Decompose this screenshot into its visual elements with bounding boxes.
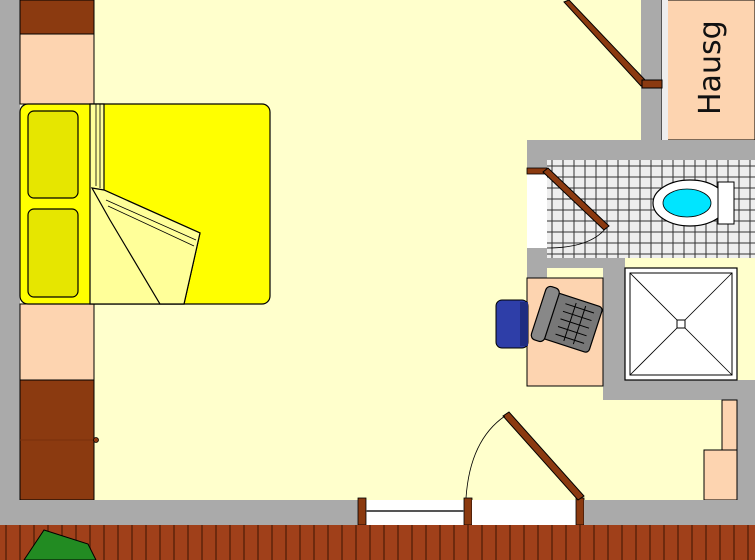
balcony-door-jamb — [575, 497, 585, 526]
shower-drain — [676, 319, 686, 329]
bottom-wall-left — [0, 500, 362, 525]
window-opening — [362, 500, 470, 525]
plant-icon — [23, 529, 97, 560]
hallway-edge — [662, 0, 668, 140]
bottom-wall-right — [584, 500, 755, 525]
bathroom-door-swing — [546, 227, 607, 249]
entrance-door-jamb — [641, 79, 663, 89]
chair-icon — [495, 299, 529, 349]
left-wall — [0, 0, 20, 525]
bathroom-wall-bottom — [603, 380, 755, 400]
phone-handset — [530, 285, 560, 343]
shower-tray-icon — [624, 267, 738, 381]
chair-back — [520, 302, 528, 346]
bathroom-wall-top — [527, 140, 755, 160]
bathroom — [526, 140, 755, 400]
bedside-table-bottom — [19, 303, 95, 381]
balcony-door-swing — [465, 415, 506, 499]
right-cabinet — [703, 449, 738, 501]
duvet-stitch-3 — [105, 199, 197, 241]
right-shelf — [721, 399, 738, 451]
bedside-table-top — [19, 33, 95, 105]
hallway — [661, 0, 755, 141]
balcony-door-opening — [472, 500, 584, 525]
window-frame-right — [463, 497, 473, 526]
toilet-icon — [652, 179, 735, 227]
right-lower-wall — [737, 400, 755, 500]
phone-keypad — [555, 302, 595, 345]
bathroom-door-opening — [527, 172, 547, 248]
balcony-deck — [0, 525, 755, 560]
double-bed-icon — [19, 103, 271, 305]
wardrobe-knob — [93, 437, 99, 443]
telephone-icon — [530, 285, 603, 353]
hallway-label: Hausg — [693, 20, 728, 115]
bathroom-wall-left — [527, 140, 547, 172]
window-frame-left — [357, 497, 367, 526]
bathroom-door-panel — [542, 167, 610, 231]
bathroom-wall-right — [603, 258, 625, 398]
hallway-wall — [641, 0, 662, 140]
balcony-door-panel — [502, 411, 585, 501]
duvet-fold — [90, 187, 201, 305]
desk-wall — [527, 258, 547, 278]
wardrobe-top — [19, 0, 95, 35]
toilet-tank — [717, 181, 735, 225]
pillow-top — [27, 110, 79, 199]
duvet-stitch-4 — [107, 205, 195, 247]
pillow-bottom — [27, 208, 79, 298]
toilet-water — [662, 188, 712, 218]
